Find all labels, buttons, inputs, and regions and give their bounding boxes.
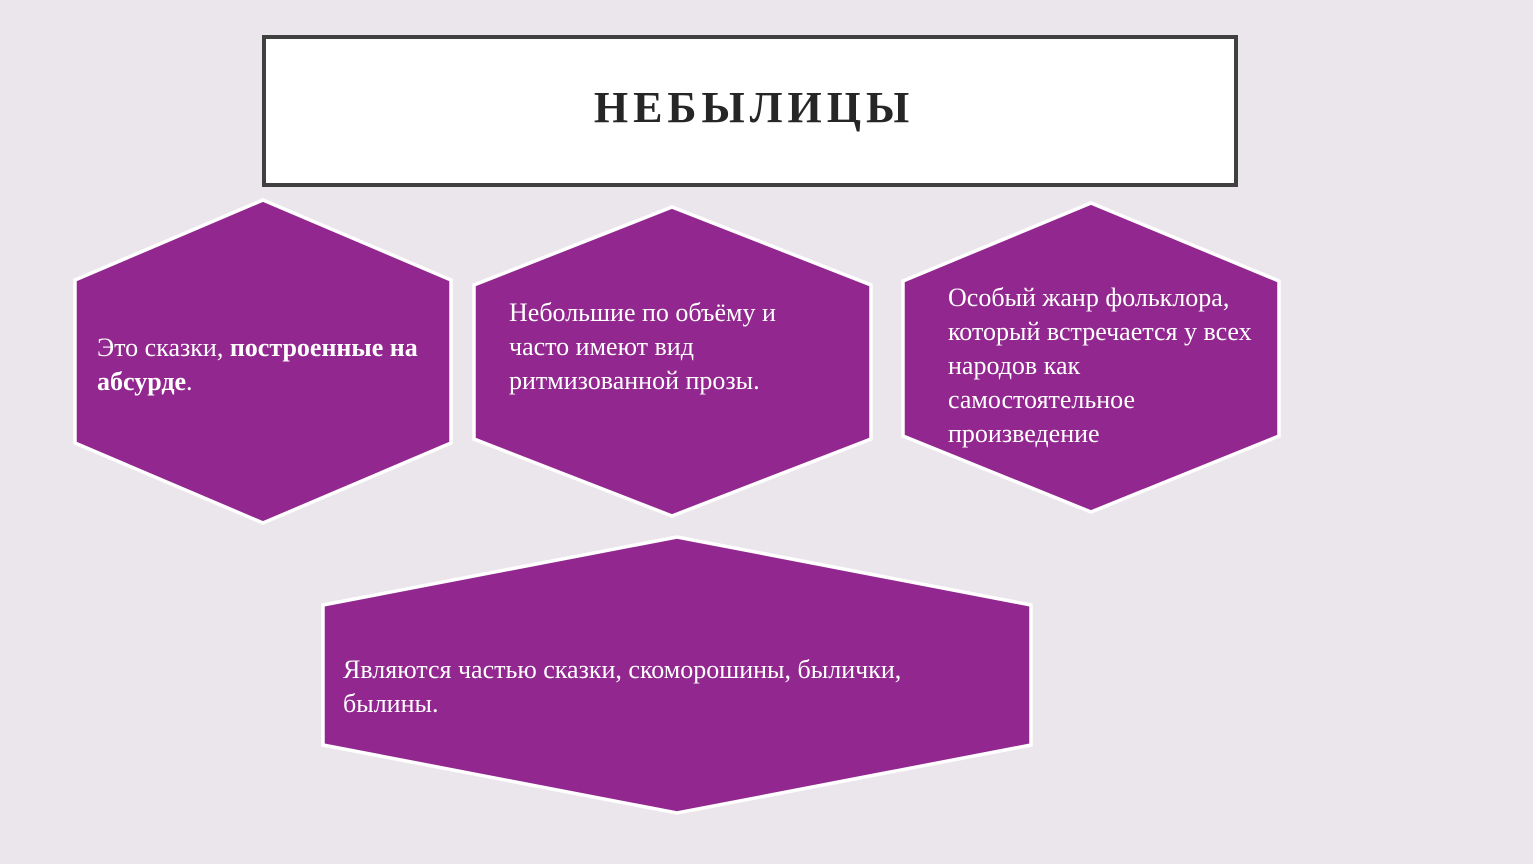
absurd-text-end: .: [186, 367, 193, 396]
title-box: НЕБЫЛИЦЫ: [262, 35, 1238, 187]
hexagon-absurd-text: Это сказки, построенные на абсурде.: [97, 331, 439, 399]
hexagon-rhythmic-prose: [472, 205, 873, 518]
hexagon-folklore-genre: [901, 201, 1281, 514]
absurd-text-lead: Это сказки,: [97, 333, 230, 362]
hexagon-part-of-tales-text: Являются частью сказки, скоморошины, был…: [343, 655, 902, 718]
hexagon-rhythmic-prose-text: Небольшие по объёму и часто имеют вид ри…: [509, 298, 776, 395]
hexagon-folklore-genre-text: Особый жанр фольклора, который встречает…: [948, 283, 1252, 448]
slide-title: НЕБЫЛИЦЫ: [593, 82, 915, 132]
hexagon-part-of-tales: [321, 535, 1033, 815]
absurd-text-bold: построенные на абсурде: [97, 333, 418, 396]
hexagon-absurd: [73, 198, 453, 525]
